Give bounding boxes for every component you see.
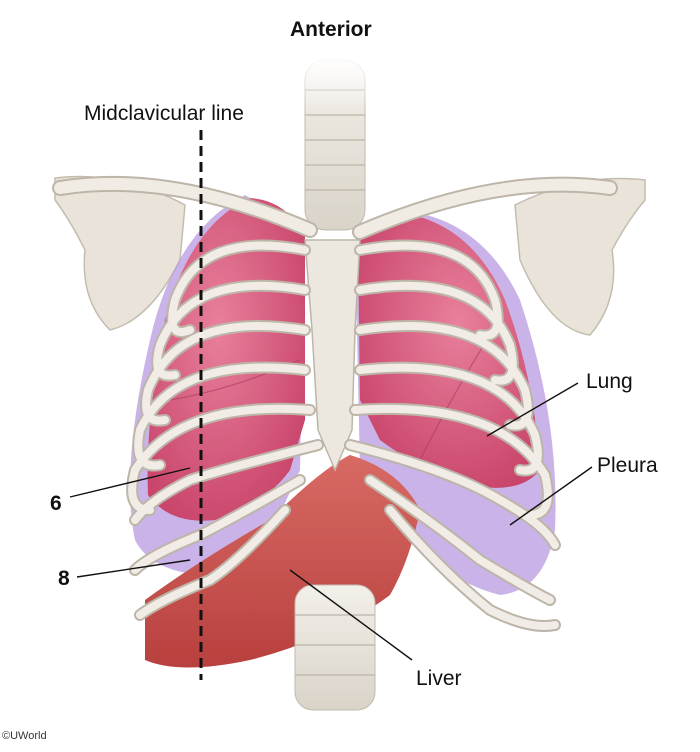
lung-label: Lung [586, 370, 633, 393]
liver-label: Liver [416, 667, 462, 690]
leader-rib8 [76, 559, 191, 578]
clavicle-right [352, 176, 618, 240]
vertebral-column [290, 55, 385, 711]
leader-lung [486, 382, 579, 437]
rib-8-label: 8 [58, 567, 70, 590]
midclavicular-label: Midclavicular line [84, 102, 244, 125]
view-title: Anterior [290, 18, 372, 41]
leader-pleura [509, 466, 593, 526]
leader-rib6 [69, 467, 191, 498]
clavicle-left [52, 175, 318, 238]
ribs-right [344, 239, 561, 632]
leader-liver [289, 569, 413, 661]
copyright-credit: ©UWorld [2, 730, 47, 742]
scapula-right [514, 177, 646, 336]
rib-6-label: 6 [50, 492, 62, 515]
pleura-label: Pleura [597, 454, 658, 477]
leader-lines [69, 382, 593, 661]
sternum [304, 239, 361, 472]
